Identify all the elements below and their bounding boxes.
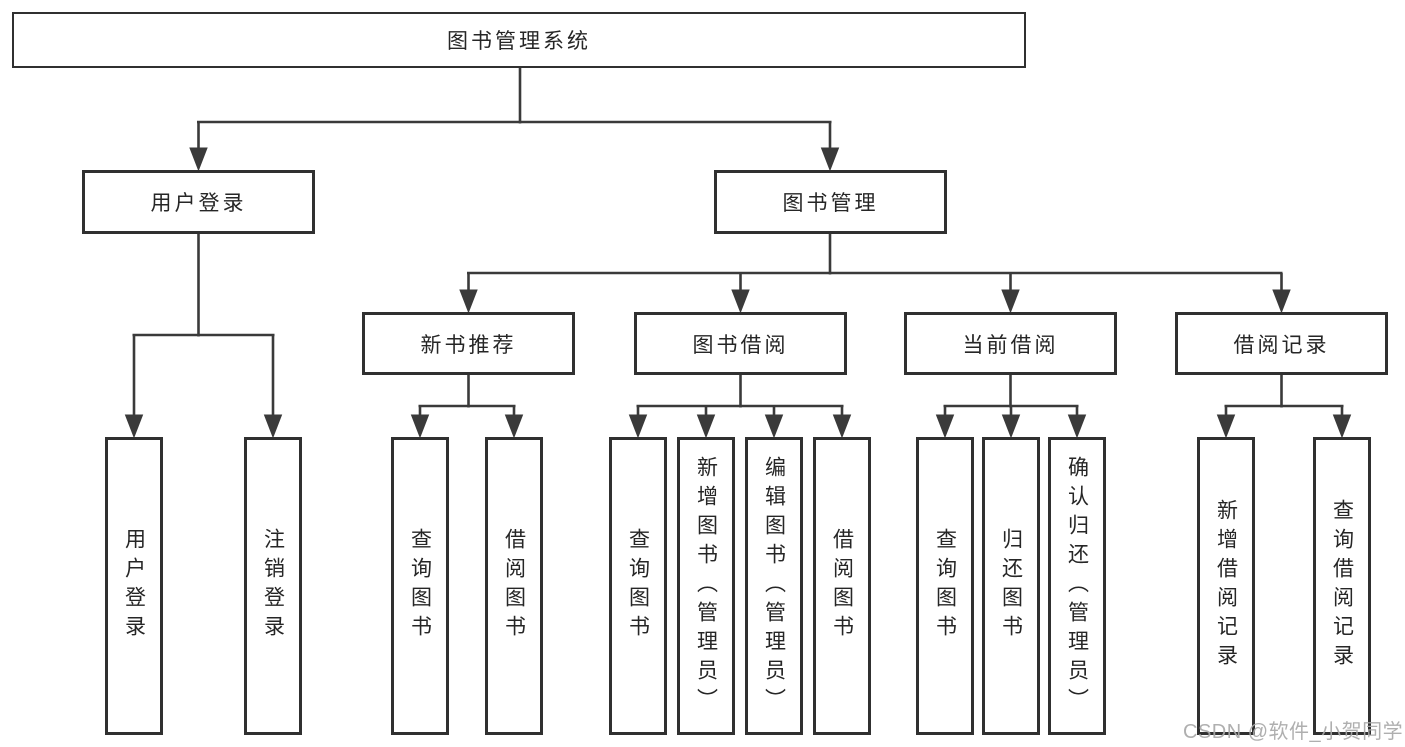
node-user-login: 用户登录	[82, 170, 315, 234]
leaf-add-borrow-record: 新增借阅记录	[1197, 437, 1255, 735]
leaf-query-books-recommend: 查询图书	[391, 437, 449, 735]
connector-new-book-to-leaves	[410, 375, 524, 439]
leaf-query-books-current: 查询图书	[916, 437, 974, 735]
leaf-edit-book-admin: 编辑图书（管理员）	[745, 437, 803, 735]
leaf-confirm-return-admin: 确认归还（管理员）	[1048, 437, 1106, 735]
node-book-borrow: 图书借阅	[634, 312, 847, 375]
connector-root-to-level2	[189, 68, 840, 172]
node-book-mgmt: 图书管理	[714, 170, 947, 234]
leaf-add-book-admin: 新增图书（管理员）	[677, 437, 735, 735]
leaf-query-borrow-record: 查询借阅记录	[1313, 437, 1371, 735]
connector-book-borrow-to-leaves	[628, 375, 852, 439]
leaf-logout: 注销登录	[244, 437, 302, 735]
connector-book-mgmt-to-level3	[459, 234, 1291, 314]
leaf-user-login: 用户登录	[105, 437, 163, 735]
leaf-borrow-books-borrow: 借阅图书	[813, 437, 871, 735]
leaf-borrow-books-recommend: 借阅图书	[485, 437, 543, 735]
connector-borrow-records-to-leaves	[1216, 375, 1352, 439]
node-borrow-records: 借阅记录	[1175, 312, 1388, 375]
leaf-return-book: 归还图书	[982, 437, 1040, 735]
node-new-book-recommend: 新书推荐	[362, 312, 575, 375]
csdn-watermark: CSDN @软件_小贺同学	[1183, 721, 1404, 743]
connector-user-login-to-leaves	[124, 234, 283, 439]
connector-current-borrow-to-leaves	[935, 375, 1087, 439]
node-root: 图书管理系统	[12, 12, 1026, 68]
leaf-query-books-borrow: 查询图书	[609, 437, 667, 735]
node-current-borrow: 当前借阅	[904, 312, 1117, 375]
